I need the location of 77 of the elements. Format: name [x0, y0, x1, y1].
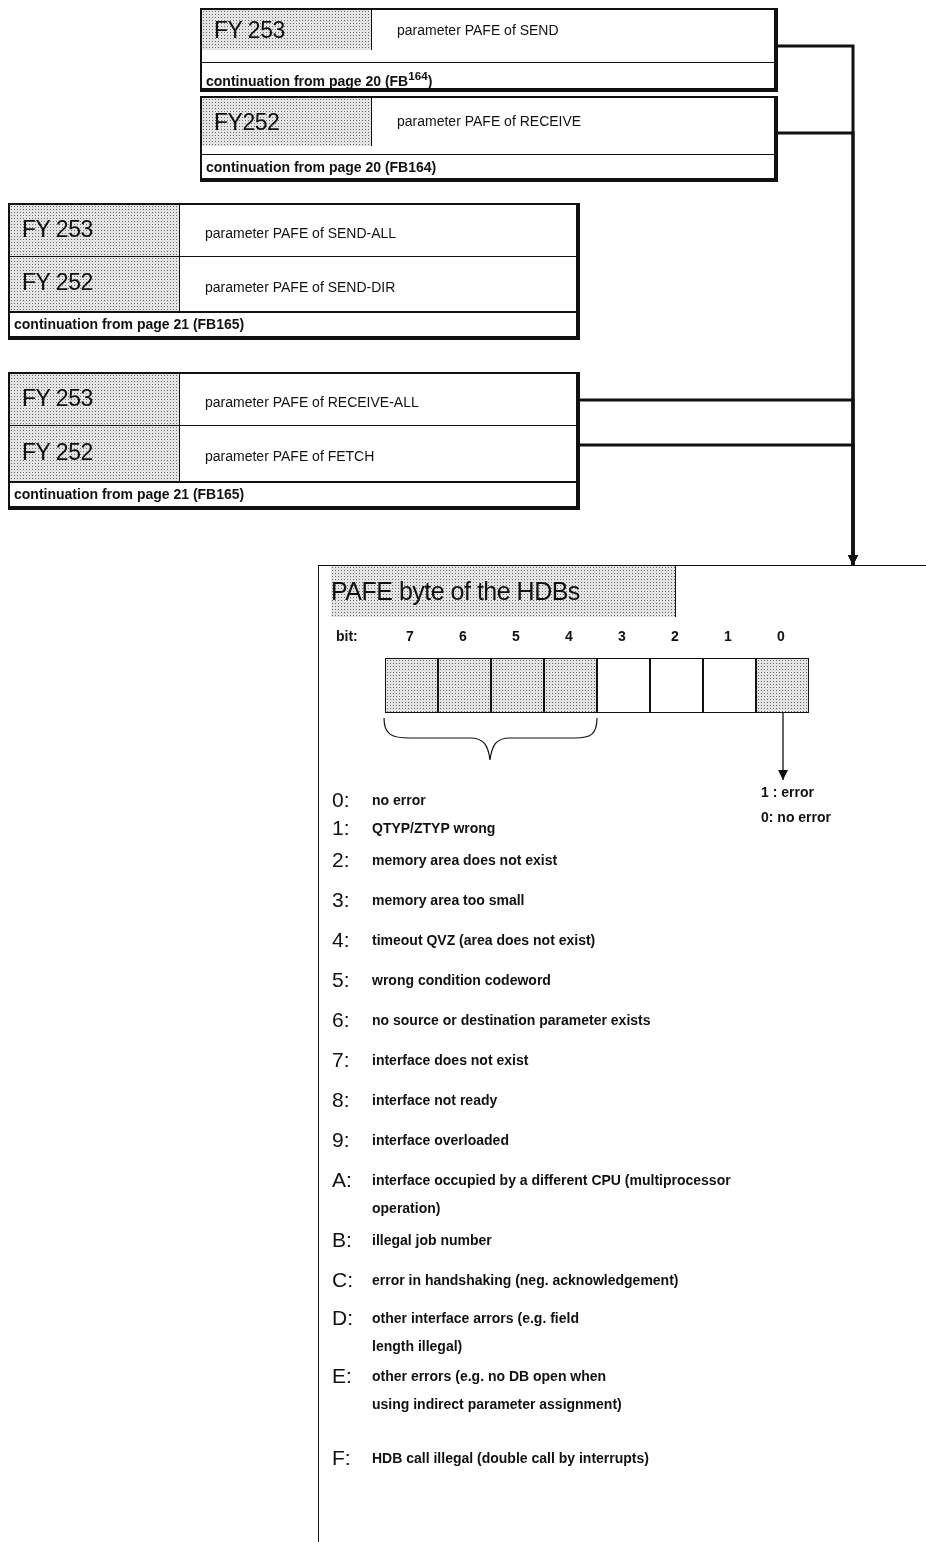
- code-key: 0:: [332, 788, 350, 812]
- bit-meaning-text: 1 : error: [761, 783, 815, 802]
- parameter-text: parameter PAFE of SEND: [397, 22, 559, 38]
- code-description: interface occupied by a different CPU (multiprocessor operation): [372, 1171, 732, 1218]
- parameter-row: [10, 426, 576, 482]
- parameter-text: parameter PAFE of RECEIVE-ALL: [205, 394, 419, 410]
- code-key: A:: [332, 1168, 352, 1192]
- bit-number: 2: [670, 628, 680, 644]
- parameter-text: parameter PAFE of SEND-DIR: [205, 279, 396, 295]
- code-key: F:: [332, 1446, 351, 1470]
- bit-number: 7: [405, 628, 415, 644]
- code-description: interface not ready: [372, 1091, 498, 1110]
- code-description: memory area does not exist: [372, 851, 558, 870]
- code-key: C:: [332, 1268, 353, 1292]
- code-key: 4:: [332, 928, 350, 952]
- bit-cell: [544, 658, 597, 713]
- bit-meaning-text: 0: no error: [761, 808, 831, 827]
- continuation-note: continuation from page 21 (FB165): [10, 482, 576, 504]
- register-label: FY252: [202, 98, 372, 146]
- parameter-box: [200, 96, 778, 182]
- code-key: 9:: [332, 1128, 350, 1152]
- continuation-note: continuation from page 21 (FB165): [10, 312, 576, 334]
- bit-cell: [756, 658, 809, 713]
- code-key: 6:: [332, 1008, 350, 1032]
- continuation-note: continuation from page 20 (FB164): [202, 154, 774, 178]
- bit-number: 3: [617, 628, 627, 644]
- code-key: 1:: [332, 816, 350, 840]
- section-heading: PAFE byte of the HDBs: [331, 566, 676, 617]
- bit-cell: [703, 658, 756, 713]
- code-description: interface does not exist: [372, 1051, 529, 1070]
- code-description: HDB call illegal (double call by interrupts): [372, 1449, 649, 1468]
- code-description: other interface arrors (e.g. field length illegal): [372, 1309, 580, 1356]
- register-label: FY 253: [202, 10, 372, 50]
- parameter-row: [10, 257, 576, 312]
- code-description: interface overloaded: [372, 1131, 509, 1150]
- parameter-row: [10, 374, 576, 426]
- code-key: 8:: [332, 1088, 350, 1112]
- code-description: error in handshaking (neg. acknowledgement): [372, 1271, 679, 1290]
- code-key: D:: [332, 1306, 353, 1330]
- parameter-row: [10, 205, 576, 257]
- parameter-text: parameter PAFE of RECEIVE: [397, 113, 582, 129]
- code-key: 7:: [332, 1048, 350, 1072]
- panel-frame: [318, 565, 926, 1542]
- bit-number: 1: [723, 628, 733, 644]
- code-key: E:: [332, 1364, 352, 1388]
- code-description: illegal job number: [372, 1231, 492, 1250]
- code-key: 2:: [332, 848, 350, 872]
- parameter-text: parameter PAFE of SEND-ALL: [205, 225, 397, 241]
- bit-caption: bit:: [336, 628, 358, 644]
- bit-number: 4: [564, 628, 574, 644]
- code-key: 3:: [332, 888, 350, 912]
- block-frame: [8, 372, 580, 510]
- code-description: timeout QVZ (area does not exist): [372, 931, 596, 950]
- bit-number: 0: [776, 628, 786, 644]
- bit-number: 6: [458, 628, 468, 644]
- parameter-box: [200, 8, 778, 92]
- block-frame: [8, 203, 580, 340]
- code-description: no source or destination parameter exists: [372, 1011, 651, 1030]
- bit-number: 5: [511, 628, 521, 644]
- code-key: 5:: [332, 968, 350, 992]
- bit-cell: [438, 658, 491, 713]
- register-label: FY 253: [10, 374, 180, 425]
- bit-cell: [597, 658, 650, 713]
- code-description: other errors (e.g. no DB open when using indirect parameter assignment): [372, 1367, 623, 1414]
- code-description: QTYP/ZTYP wrong: [372, 819, 496, 838]
- arrow: [778, 712, 788, 781]
- code-description: memory area too small: [372, 891, 525, 910]
- register-label: FY 252: [10, 426, 180, 481]
- code-description: no error: [372, 791, 426, 810]
- code-description: wrong condition codeword: [372, 971, 551, 990]
- register-label: FY 253: [10, 205, 180, 256]
- bit-cell: [385, 658, 438, 713]
- bit-cell: [491, 658, 544, 713]
- code-key: B:: [332, 1228, 352, 1252]
- bit-cell: [650, 658, 703, 713]
- register-label: FY 252: [10, 257, 180, 311]
- parameter-text: parameter PAFE of FETCH: [205, 448, 375, 464]
